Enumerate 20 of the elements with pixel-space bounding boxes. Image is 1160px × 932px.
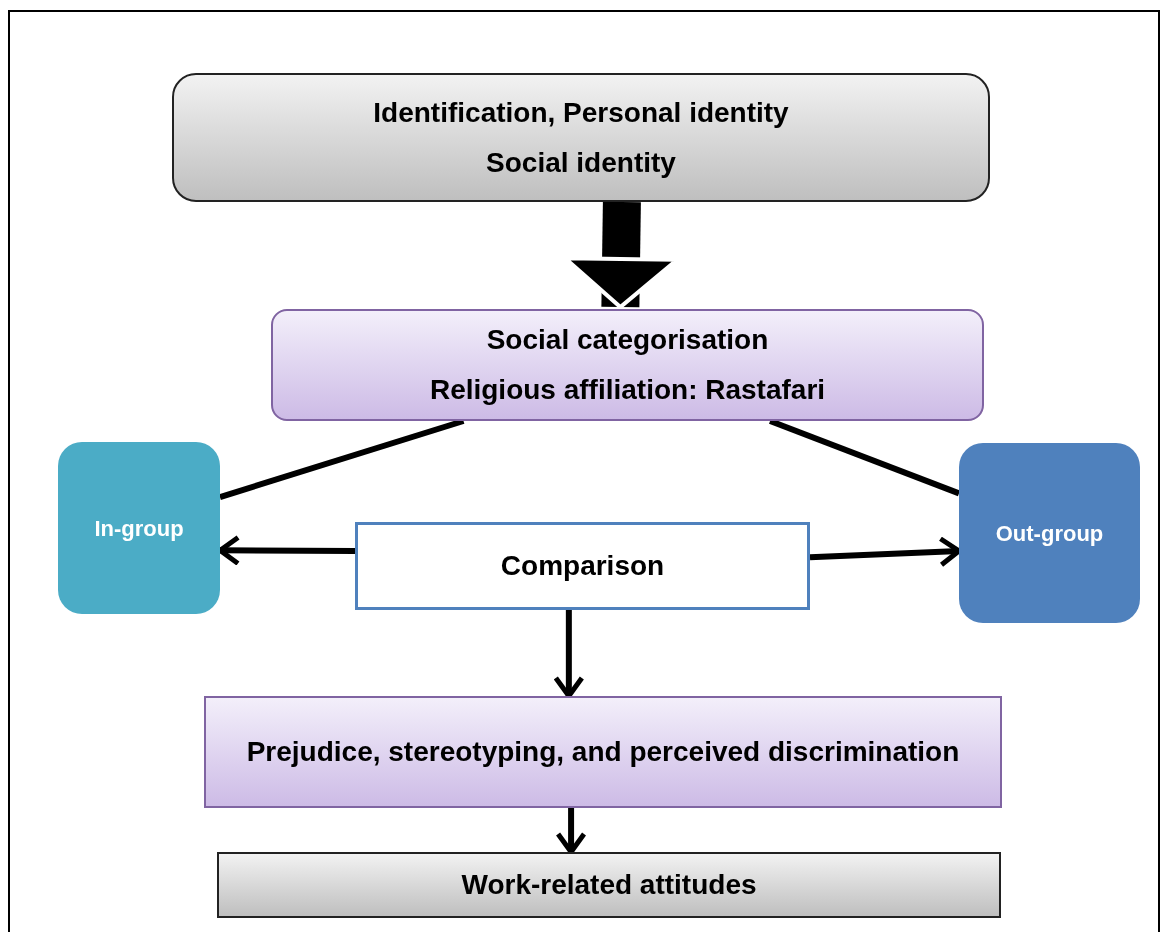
- arrow: [555, 808, 587, 855]
- group-box: [58, 442, 220, 614]
- node-label: Comparison: [500, 549, 665, 583]
- connector-line: [769, 418, 961, 497]
- node-label: Social categorisation: [486, 323, 769, 357]
- node-label: In-group: [94, 514, 184, 543]
- node-label: Identification, Personal identity: [373, 95, 789, 130]
- process-box: [204, 696, 1002, 808]
- process-box: [271, 309, 984, 421]
- process-box: [355, 522, 810, 610]
- node-label: Social identity: [486, 145, 676, 180]
- node-label: Prejudice, stereotyping, and perceived discrimination: [246, 735, 960, 769]
- group-box: [959, 443, 1140, 623]
- connector-line: [219, 418, 465, 500]
- node-label: Religious affiliation: Rastafari: [429, 373, 826, 407]
- node-label: Work-related attitudes: [461, 868, 757, 902]
- process-box: [172, 73, 990, 202]
- node-label: Out-group: [995, 519, 1104, 548]
- process-box: [217, 852, 1001, 918]
- arrow: [553, 610, 585, 699]
